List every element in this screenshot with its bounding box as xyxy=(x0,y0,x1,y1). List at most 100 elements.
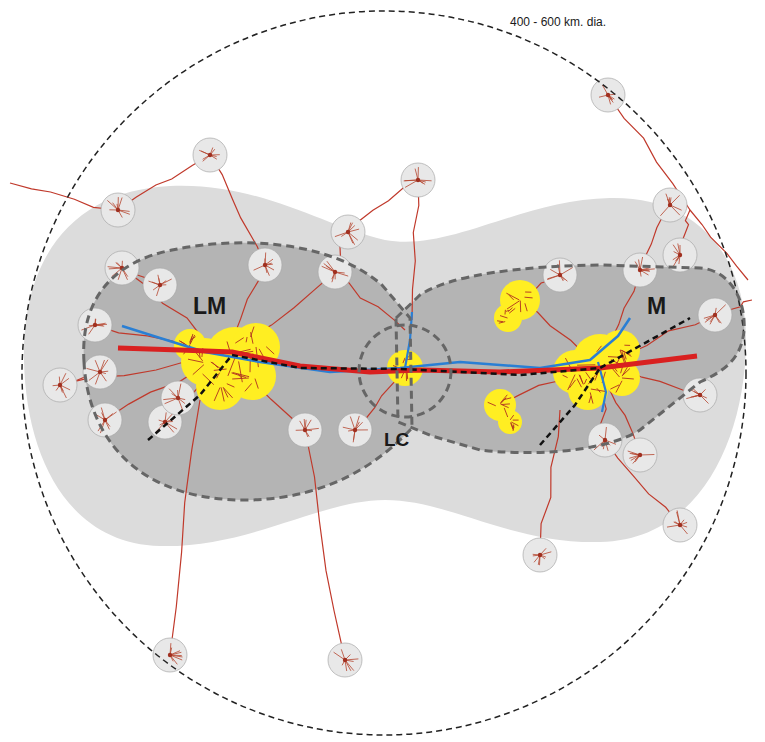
local-road xyxy=(412,180,419,320)
urban-street xyxy=(500,398,506,404)
town-centre xyxy=(343,658,347,662)
town-centre xyxy=(558,273,562,277)
town-centre xyxy=(603,438,607,442)
town-area xyxy=(78,308,112,342)
town-area xyxy=(288,413,322,447)
urban-street xyxy=(190,336,193,342)
urban-street xyxy=(500,316,508,318)
town-area xyxy=(83,355,117,389)
urban-street xyxy=(239,361,243,382)
town-area xyxy=(105,251,139,285)
urban-street xyxy=(488,402,496,406)
urban-street xyxy=(497,320,503,322)
town-area xyxy=(683,378,717,412)
town-street xyxy=(677,510,680,525)
urban-street xyxy=(568,375,575,390)
metro-zone: M xyxy=(392,262,748,458)
metro-zone-outline xyxy=(392,262,748,458)
urban-street xyxy=(624,345,630,346)
urban-street xyxy=(251,332,253,344)
town-area xyxy=(338,413,372,447)
zone-label: LC xyxy=(384,429,409,451)
urban-street xyxy=(509,295,514,300)
zone-label: LM xyxy=(193,293,226,319)
region-boundary: 400 - 600 km. dia. LM LCM xyxy=(21,10,747,736)
urban-street xyxy=(246,337,247,342)
urban-street xyxy=(221,387,224,401)
river xyxy=(122,318,630,372)
zone-outline xyxy=(396,265,744,453)
town-centre xyxy=(93,323,97,327)
urban-street xyxy=(227,384,235,387)
diameter-label: 400 - 600 km. dia. xyxy=(508,16,608,30)
town-street xyxy=(640,269,655,270)
urban-street xyxy=(224,388,228,397)
town-area xyxy=(523,538,557,572)
town-street xyxy=(560,268,573,276)
urban-street xyxy=(509,308,515,313)
urban-street xyxy=(580,375,583,383)
urban-street xyxy=(525,303,527,311)
town-centre xyxy=(346,230,350,234)
boundary-circle xyxy=(22,11,746,735)
town-area xyxy=(653,188,687,222)
metro-zone-outline xyxy=(80,232,416,504)
urban-street xyxy=(563,375,568,377)
town-centre xyxy=(638,268,642,272)
urban-street xyxy=(525,297,533,299)
urban-street xyxy=(211,362,221,369)
urban-street xyxy=(504,398,512,400)
urban-street xyxy=(212,362,217,368)
town-centre xyxy=(263,263,267,267)
urban-street xyxy=(188,359,203,362)
local-road xyxy=(170,400,200,655)
town-area xyxy=(248,248,282,282)
satellite-towns xyxy=(43,78,732,677)
town-area xyxy=(331,215,365,249)
town-street xyxy=(405,180,418,187)
urban-street xyxy=(245,383,252,391)
town-centre xyxy=(416,178,420,182)
town-centre xyxy=(58,383,62,387)
regional-band xyxy=(24,186,746,546)
urban-street xyxy=(233,373,250,377)
urban-area xyxy=(498,410,522,434)
town-street xyxy=(594,440,605,450)
town-centre xyxy=(208,153,212,157)
local-road xyxy=(540,410,560,555)
town-centre xyxy=(606,93,610,97)
town-centre xyxy=(668,203,672,207)
urban-street xyxy=(190,335,195,345)
town-area xyxy=(623,253,657,287)
urban-street xyxy=(505,310,506,315)
town-area xyxy=(328,643,362,677)
urban-street xyxy=(504,408,508,417)
town-centre xyxy=(333,270,337,274)
urban-street xyxy=(266,347,274,354)
town-area xyxy=(88,403,122,437)
town-area xyxy=(543,258,577,292)
town-area xyxy=(161,381,195,415)
urban-street xyxy=(569,380,575,388)
town-area xyxy=(588,423,622,457)
urban-street xyxy=(610,385,619,389)
urban-street xyxy=(577,364,595,365)
local-road xyxy=(305,430,345,660)
town-centre xyxy=(168,653,172,657)
urban-street xyxy=(616,381,622,393)
urban-street xyxy=(586,372,591,379)
urban-street xyxy=(597,388,601,392)
town-centre xyxy=(678,253,682,257)
urban-street xyxy=(525,292,531,293)
urban-street xyxy=(238,374,242,379)
zone-outline xyxy=(359,325,451,417)
urban-street xyxy=(506,293,519,300)
town-street xyxy=(100,360,108,372)
town-street xyxy=(178,384,181,398)
urban-street xyxy=(501,403,510,405)
town-area xyxy=(43,368,77,402)
town-area xyxy=(698,298,732,332)
local-road xyxy=(210,155,265,265)
